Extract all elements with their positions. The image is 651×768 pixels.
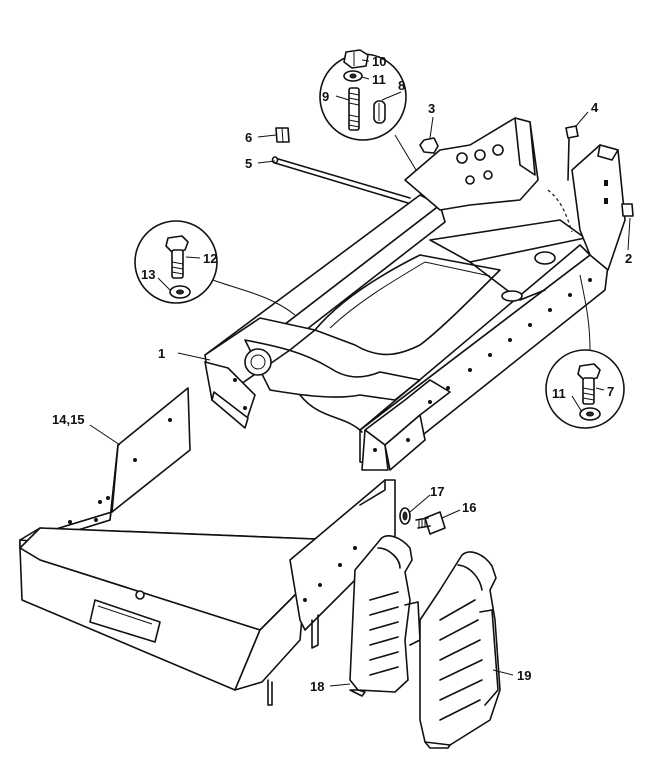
callout-4: 4	[591, 100, 599, 115]
bush-2	[621, 203, 634, 217]
callout-2: 2	[625, 251, 632, 266]
bolt-16	[415, 511, 446, 535]
main-frame	[204, 117, 626, 471]
callout-18: 18	[310, 679, 324, 694]
callout-14-15: 14,15	[52, 412, 85, 427]
callout-10: 10	[372, 54, 386, 69]
rail-holes	[233, 278, 592, 452]
weight-frame-14-15	[19, 387, 396, 706]
rod-5	[271, 156, 411, 204]
callout-6: 6	[245, 130, 252, 145]
detail-circle-top	[319, 49, 407, 141]
leader-detail-right	[579, 274, 591, 351]
callout-1: 1	[158, 346, 165, 361]
callout-7: 7	[607, 384, 614, 399]
pin-6	[275, 127, 290, 143]
callout-5: 5	[245, 156, 252, 171]
callout-labels: 1 2 3 4 5 6 7 8 9 10 11 11 12 13 14,15 1…	[52, 54, 632, 694]
callout-16: 16	[462, 500, 476, 515]
callout-12: 12	[203, 251, 217, 266]
callout-17: 17	[430, 484, 444, 499]
callout-9: 9	[322, 89, 329, 104]
cap-4	[565, 125, 579, 181]
callout-8: 8	[398, 78, 405, 93]
callout-19: 19	[517, 668, 531, 683]
callout-3: 3	[428, 101, 435, 116]
leader-detail-top	[394, 134, 417, 171]
leader-lines	[89, 59, 631, 687]
callout-13: 13	[141, 267, 155, 282]
detail-circle-right	[545, 349, 625, 429]
leader-detail-left	[212, 279, 296, 316]
weight-19	[419, 551, 501, 749]
washer-17	[399, 507, 411, 525]
weight-18	[349, 535, 421, 697]
nut-3	[419, 137, 439, 154]
callout-11-top: 11	[372, 72, 386, 87]
detail-circle-left	[134, 220, 218, 304]
callout-11-right: 11	[552, 386, 566, 401]
